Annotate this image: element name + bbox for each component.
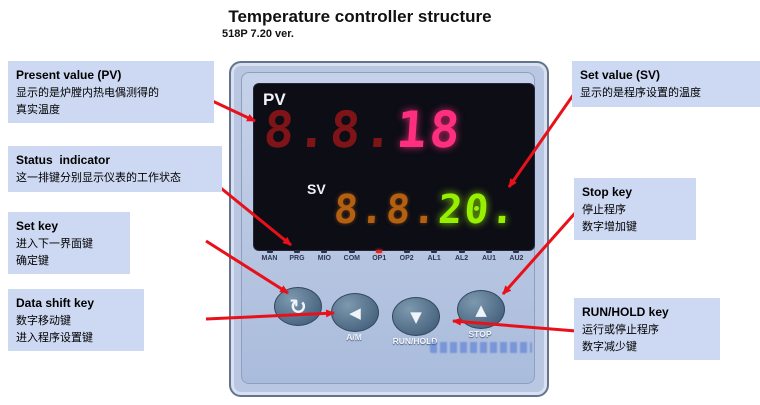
led-dot	[321, 250, 328, 253]
callout-line: 确定键	[16, 254, 49, 267]
status-led-al2: AL2	[448, 250, 475, 262]
sv-display: 8.8.20.	[332, 187, 519, 233]
status-led-op1: OP1	[366, 250, 393, 262]
callout-line: 数字增加键	[582, 220, 637, 233]
callout-line: 停止程序	[582, 204, 626, 216]
am-button-label: A/M	[346, 332, 362, 342]
callout-line: 进入下一界面键	[16, 238, 93, 250]
callout-status-indicator: Status indicator 这一排键分别显示仪表的工作状态	[8, 146, 222, 192]
led-dot	[348, 250, 355, 253]
callout-line: 显示的是炉膛内热电偶测得的	[16, 87, 159, 99]
callout-set-value: Set value (SV) 显示的是程序设置的温度	[572, 61, 760, 107]
stop-button: ▲	[457, 290, 505, 329]
callout-title: RUN/HOLD key	[582, 305, 669, 319]
led-dot	[293, 250, 300, 253]
status-led-row: MAN PRG MIO COM OP1 OP2 AL1 AL2 AU1 AU2	[256, 250, 530, 262]
callout-set-key: Set key 进入下一界面键 确定键	[8, 212, 130, 274]
callout-present-value: Present value (PV) 显示的是炉膛内热电偶测得的 真实温度	[8, 61, 214, 123]
sv-digits-bright: 20.	[436, 187, 519, 233]
led-dot-lit	[376, 250, 383, 253]
up-triangle-icon: ▲	[475, 300, 487, 319]
set-button: ↻	[274, 287, 322, 326]
led-dot	[513, 250, 520, 253]
watermark	[430, 342, 532, 353]
led-dot	[431, 250, 438, 253]
loop-arrow-icon: ↻	[289, 294, 307, 319]
status-led-man: MAN	[256, 250, 283, 262]
page-subtitle: 518P 7.20 ver.	[222, 28, 294, 40]
led-dot	[403, 250, 410, 253]
callout-data-shift-key: Data shift key 数字移动键 进入程序设置键	[8, 289, 144, 351]
led-dot	[458, 250, 465, 253]
callout-title: Set key	[16, 219, 59, 233]
callout-line: 进入程序设置键	[16, 331, 93, 344]
callout-title: Present value (PV)	[16, 68, 122, 82]
status-led-al1: AL1	[421, 250, 448, 262]
callout-title: Stop key	[582, 185, 633, 199]
sv-digits-dim: 8.8.	[332, 187, 440, 233]
display-panel	[253, 83, 535, 251]
callout-run-hold-key: RUN/HOLD key 运行或停止程序 数字减少键	[574, 298, 720, 360]
page-title: Temperature controller structure	[228, 7, 492, 26]
status-led-mio: MIO	[311, 250, 338, 262]
pv-label: PV	[263, 90, 286, 109]
callout-line: 数字减少键	[582, 340, 637, 353]
pv-digits-dim: 8.8.	[261, 101, 399, 159]
pv-digits-bright: 18	[394, 101, 465, 159]
pv-display: 8.8.18	[261, 101, 465, 159]
stop-button-label: STOP	[468, 329, 492, 339]
callout-title: Status indicator	[16, 153, 111, 167]
down-triangle-icon: ▼	[410, 307, 422, 326]
callout-title: Set value (SV)	[580, 68, 661, 82]
callout-line: 这一排键分别显示仪表的工作状态	[16, 172, 181, 184]
led-dot	[486, 250, 492, 253]
am-button: ◀	[331, 293, 379, 332]
left-triangle-icon: ◀	[349, 303, 361, 322]
callout-line: 显示的是程序设置的温度	[580, 87, 701, 99]
run-hold-button-label: RUN/HOLD	[392, 336, 438, 346]
callout-line: 运行或停止程序	[582, 324, 659, 336]
sv-label: SV	[307, 181, 326, 197]
run-hold-button: ▼	[392, 297, 440, 336]
status-led-au1: AU1	[476, 250, 503, 262]
callout-line: 数字移动键	[16, 315, 71, 327]
status-led-com: COM	[338, 250, 365, 262]
callout-line: 真实温度	[16, 103, 60, 116]
callout-stop-key: Stop key 停止程序 数字增加键	[574, 178, 696, 240]
status-led-au2: AU2	[503, 250, 530, 262]
callout-title: Data shift key	[16, 296, 95, 310]
status-led-prg: PRG	[283, 250, 310, 262]
led-dot	[266, 250, 273, 253]
status-led-op2: OP2	[393, 250, 420, 262]
